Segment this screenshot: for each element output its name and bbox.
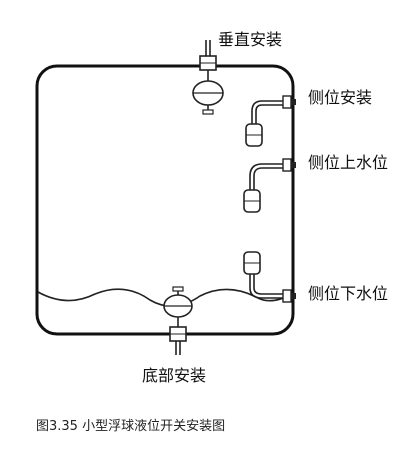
label-vertical-mount: 垂直安装 <box>218 30 283 49</box>
vertical-mount-switch <box>192 40 224 115</box>
label-side-lower-level: 侧位下水位 <box>308 284 389 303</box>
bottom-mount-switch <box>163 286 193 355</box>
tank-outline <box>35 64 295 336</box>
side-lower-level-switch <box>243 251 296 303</box>
label-side-upper-level: 侧位上水位 <box>308 153 389 172</box>
side-upper-level-switch <box>243 158 296 213</box>
side-mount-switch <box>245 95 296 147</box>
label-side-mount: 侧位安装 <box>308 88 373 107</box>
figure-caption: 图3.35 小型浮球液位开关安装图 <box>36 419 226 434</box>
label-bottom-mount: 底部安装 <box>142 366 207 385</box>
